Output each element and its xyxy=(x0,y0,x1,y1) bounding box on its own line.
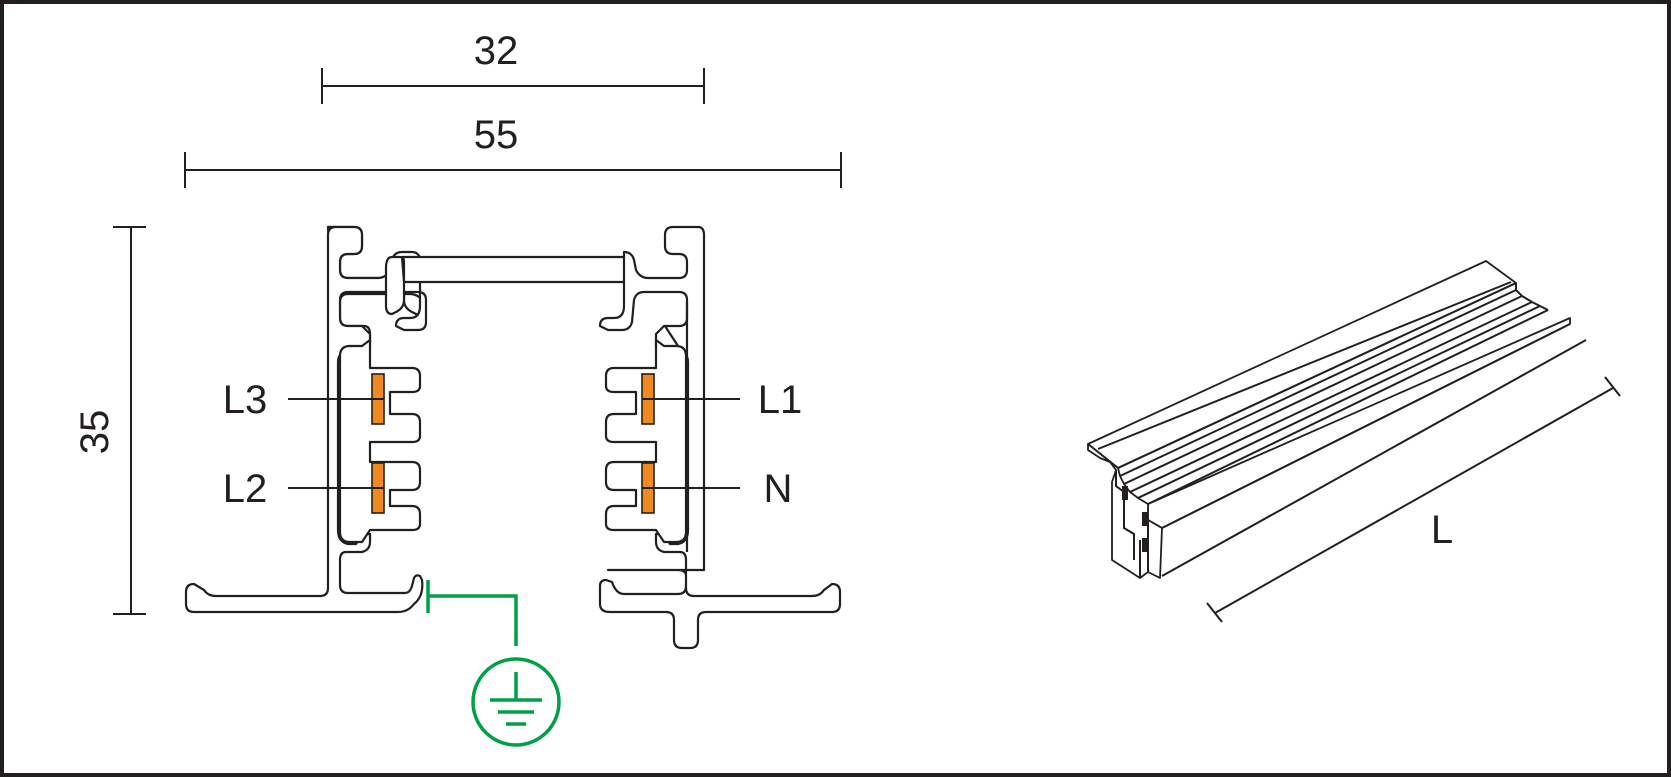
dimension-label-inner-width: 32 xyxy=(474,29,519,73)
label-n: N xyxy=(764,467,793,511)
label-l1: L1 xyxy=(758,378,803,422)
dimension-label-length: L xyxy=(1431,508,1453,552)
dimension-height: 35 xyxy=(73,226,146,615)
insulator-left xyxy=(338,338,422,544)
rail-isometric-view: L xyxy=(1087,260,1621,623)
rail-cross-section xyxy=(184,225,842,650)
dimension-inner-width: 32 xyxy=(321,29,705,104)
ground-icon xyxy=(471,657,561,747)
conductor-labels: L3 L2 L1 N xyxy=(223,378,803,511)
earth-connection xyxy=(426,580,561,747)
label-l2: L2 xyxy=(223,467,268,511)
label-l3: L3 xyxy=(223,378,268,422)
dimension-outer-width: 55 xyxy=(184,113,842,188)
dimension-label-height: 35 xyxy=(73,410,117,455)
insulator-right xyxy=(604,338,688,544)
dimension-label-outer-width: 55 xyxy=(474,113,519,157)
profile-right-outer xyxy=(598,225,842,650)
